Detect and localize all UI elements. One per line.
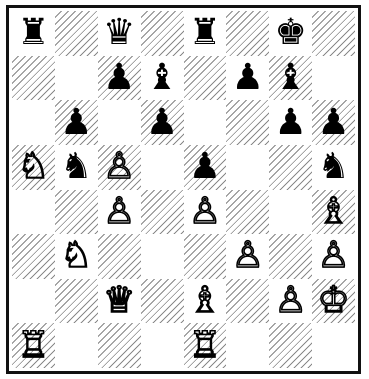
square-e2[interactable]: ♗ — [184, 279, 227, 324]
black-king-icon[interactable]: ♚ — [275, 15, 307, 51]
white-rook-icon[interactable]: ♖ — [17, 328, 49, 364]
white-pawn-icon[interactable]: ♙ — [317, 238, 349, 274]
square-b3[interactable]: ♘ — [55, 234, 98, 279]
square-c2[interactable]: ♕ — [98, 279, 141, 324]
square-c1[interactable] — [98, 323, 141, 368]
black-knight-icon[interactable]: ♞ — [60, 149, 92, 185]
square-b1[interactable] — [55, 323, 98, 368]
white-pawn-icon[interactable]: ♙ — [103, 149, 135, 185]
white-knight-icon[interactable]: ♘ — [17, 149, 49, 185]
square-c8[interactable]: ♛ — [98, 11, 141, 56]
square-d8[interactable] — [141, 11, 184, 56]
square-h3[interactable]: ♙ — [312, 234, 355, 279]
square-g8[interactable]: ♚ — [269, 11, 312, 56]
white-rook-icon[interactable]: ♖ — [189, 328, 221, 364]
square-f7[interactable]: ♟ — [226, 56, 269, 101]
black-rook-icon[interactable]: ♜ — [17, 15, 49, 51]
black-knight-icon[interactable]: ♞ — [317, 149, 349, 185]
square-d6[interactable]: ♟ — [141, 100, 184, 145]
square-a8[interactable]: ♜ — [12, 11, 55, 56]
square-c7[interactable]: ♟ — [98, 56, 141, 101]
square-f4[interactable] — [226, 190, 269, 235]
square-h4[interactable]: ♗ — [312, 190, 355, 235]
square-g2[interactable]: ♙ — [269, 279, 312, 324]
black-pawn-icon[interactable]: ♟ — [146, 105, 178, 141]
square-c3[interactable] — [98, 234, 141, 279]
square-h1[interactable] — [312, 323, 355, 368]
black-pawn-icon[interactable]: ♟ — [317, 105, 349, 141]
square-a1[interactable]: ♖ — [12, 323, 55, 368]
square-f1[interactable] — [226, 323, 269, 368]
square-c5[interactable]: ♙ — [98, 145, 141, 190]
white-knight-icon[interactable]: ♘ — [60, 238, 92, 274]
square-b2[interactable] — [55, 279, 98, 324]
square-d5[interactable] — [141, 145, 184, 190]
square-b4[interactable] — [55, 190, 98, 235]
square-h6[interactable]: ♟ — [312, 100, 355, 145]
square-g5[interactable] — [269, 145, 312, 190]
black-bishop-icon[interactable]: ♝ — [146, 60, 178, 96]
black-pawn-icon[interactable]: ♟ — [103, 60, 135, 96]
board-grid: ♜ ♛ ♜ ♚ ♟ ♝ ♟ ♝ ♟ ♟ ♟ ♟ ♘ ♞ ♙ ♟ ♞ ♙ ♙ ♗ ♘ ♙ ♙ ♕ ♗ ♙ ♔ ♖ ♖ — [12, 11, 355, 368]
white-king-icon[interactable]: ♔ — [317, 283, 349, 319]
square-h2[interactable]: ♔ — [312, 279, 355, 324]
black-queen-icon[interactable]: ♛ — [103, 15, 135, 51]
square-h8[interactable] — [312, 11, 355, 56]
square-f5[interactable] — [226, 145, 269, 190]
square-g4[interactable] — [269, 190, 312, 235]
square-d4[interactable] — [141, 190, 184, 235]
square-b5[interactable]: ♞ — [55, 145, 98, 190]
square-d7[interactable]: ♝ — [141, 56, 184, 101]
square-e7[interactable] — [184, 56, 227, 101]
white-pawn-icon[interactable]: ♙ — [189, 194, 221, 230]
square-e5[interactable]: ♟ — [184, 145, 227, 190]
square-d1[interactable] — [141, 323, 184, 368]
square-h7[interactable] — [312, 56, 355, 101]
square-c4[interactable]: ♙ — [98, 190, 141, 235]
square-a2[interactable] — [12, 279, 55, 324]
white-pawn-icon[interactable]: ♙ — [232, 238, 264, 274]
black-pawn-icon[interactable]: ♟ — [60, 105, 92, 141]
square-c6[interactable] — [98, 100, 141, 145]
square-d2[interactable] — [141, 279, 184, 324]
chessboard: ♜ ♛ ♜ ♚ ♟ ♝ ♟ ♝ ♟ ♟ ♟ ♟ ♘ ♞ ♙ ♟ ♞ ♙ ♙ ♗ ♘ ♙ ♙ ♕ ♗ ♙ ♔ ♖ ♖ — [6, 5, 361, 374]
square-e1[interactable]: ♖ — [184, 323, 227, 368]
square-f8[interactable] — [226, 11, 269, 56]
square-b7[interactable] — [55, 56, 98, 101]
square-d3[interactable] — [141, 234, 184, 279]
square-e8[interactable]: ♜ — [184, 11, 227, 56]
black-pawn-icon[interactable]: ♟ — [232, 60, 264, 96]
square-h5[interactable]: ♞ — [312, 145, 355, 190]
square-a4[interactable] — [12, 190, 55, 235]
square-a3[interactable] — [12, 234, 55, 279]
square-g1[interactable] — [269, 323, 312, 368]
white-pawn-icon[interactable]: ♙ — [103, 194, 135, 230]
square-g6[interactable]: ♟ — [269, 100, 312, 145]
square-e3[interactable] — [184, 234, 227, 279]
square-a6[interactable] — [12, 100, 55, 145]
black-rook-icon[interactable]: ♜ — [189, 15, 221, 51]
white-bishop-icon[interactable]: ♗ — [189, 283, 221, 319]
square-b6[interactable]: ♟ — [55, 100, 98, 145]
square-a7[interactable] — [12, 56, 55, 101]
square-g7[interactable]: ♝ — [269, 56, 312, 101]
white-bishop-icon[interactable]: ♗ — [317, 194, 349, 230]
square-e4[interactable]: ♙ — [184, 190, 227, 235]
square-f6[interactable] — [226, 100, 269, 145]
square-a5[interactable]: ♘ — [12, 145, 55, 190]
square-f3[interactable]: ♙ — [226, 234, 269, 279]
black-bishop-icon[interactable]: ♝ — [275, 60, 307, 96]
square-g3[interactable] — [269, 234, 312, 279]
square-b8[interactable] — [55, 11, 98, 56]
square-f2[interactable] — [226, 279, 269, 324]
white-pawn-icon[interactable]: ♙ — [275, 283, 307, 319]
black-pawn-icon[interactable]: ♟ — [275, 105, 307, 141]
white-queen-icon[interactable]: ♕ — [103, 283, 135, 319]
square-e6[interactable] — [184, 100, 227, 145]
black-pawn-icon[interactable]: ♟ — [189, 149, 221, 185]
